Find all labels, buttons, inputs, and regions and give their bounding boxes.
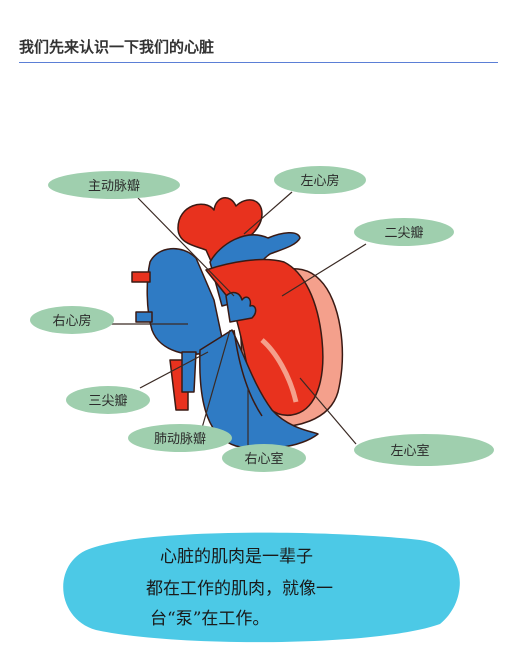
svg-text:三尖瓣: 三尖瓣 xyxy=(88,394,127,409)
label-left-atrium: 左心房 xyxy=(274,166,366,194)
note-line-3: 台“泵”在工作。 xyxy=(150,609,269,629)
svg-text:右心室: 右心室 xyxy=(244,451,283,467)
label-pulmonary-valve: 肺动脉瓣 xyxy=(128,424,232,452)
inner-wall xyxy=(260,338,299,403)
label-aortic-valve: 主动脉瓣 xyxy=(48,171,180,199)
aorta xyxy=(177,197,263,269)
svg-text:肺动脉瓣: 肺动脉瓣 xyxy=(154,432,206,447)
svg-text:二尖瓣: 二尖瓣 xyxy=(384,226,423,241)
note-line-2: 都在工作的肌肉，就像一 xyxy=(146,579,333,599)
svg-text:主动脉瓣: 主动脉瓣 xyxy=(88,179,140,194)
note-background xyxy=(63,532,460,643)
valve-flaps xyxy=(225,291,257,323)
note-line-1: 心脏的肌肉是一辈子 xyxy=(160,547,313,567)
vena-cava-upper xyxy=(131,271,151,283)
label-tricuspid-valve: 三尖瓣 xyxy=(66,386,150,414)
label-right-atrium: 右心房 xyxy=(30,306,114,334)
septum xyxy=(233,329,263,417)
label-mitral-valve: 二尖瓣 xyxy=(354,218,454,246)
inferior-vena-cava-blue xyxy=(181,351,197,393)
page-title: 我们先来认识一下我们的心脏 xyxy=(19,36,498,63)
label-right-ventricle: 右心室 xyxy=(222,444,306,472)
heart-illustration xyxy=(131,197,343,450)
svg-text:左心房: 左心房 xyxy=(300,173,339,189)
label-left-ventricle: 左心室 xyxy=(354,434,494,466)
note-bubble: 心脏的肌肉是一辈子 都在工作的肌肉，就像一 台“泵”在工作。 xyxy=(63,532,460,643)
svg-text:左心室: 左心室 xyxy=(390,443,429,459)
svg-text:右心房: 右心房 xyxy=(52,313,91,329)
vena-cava-mid xyxy=(135,311,153,323)
leader-lines xyxy=(110,191,367,450)
